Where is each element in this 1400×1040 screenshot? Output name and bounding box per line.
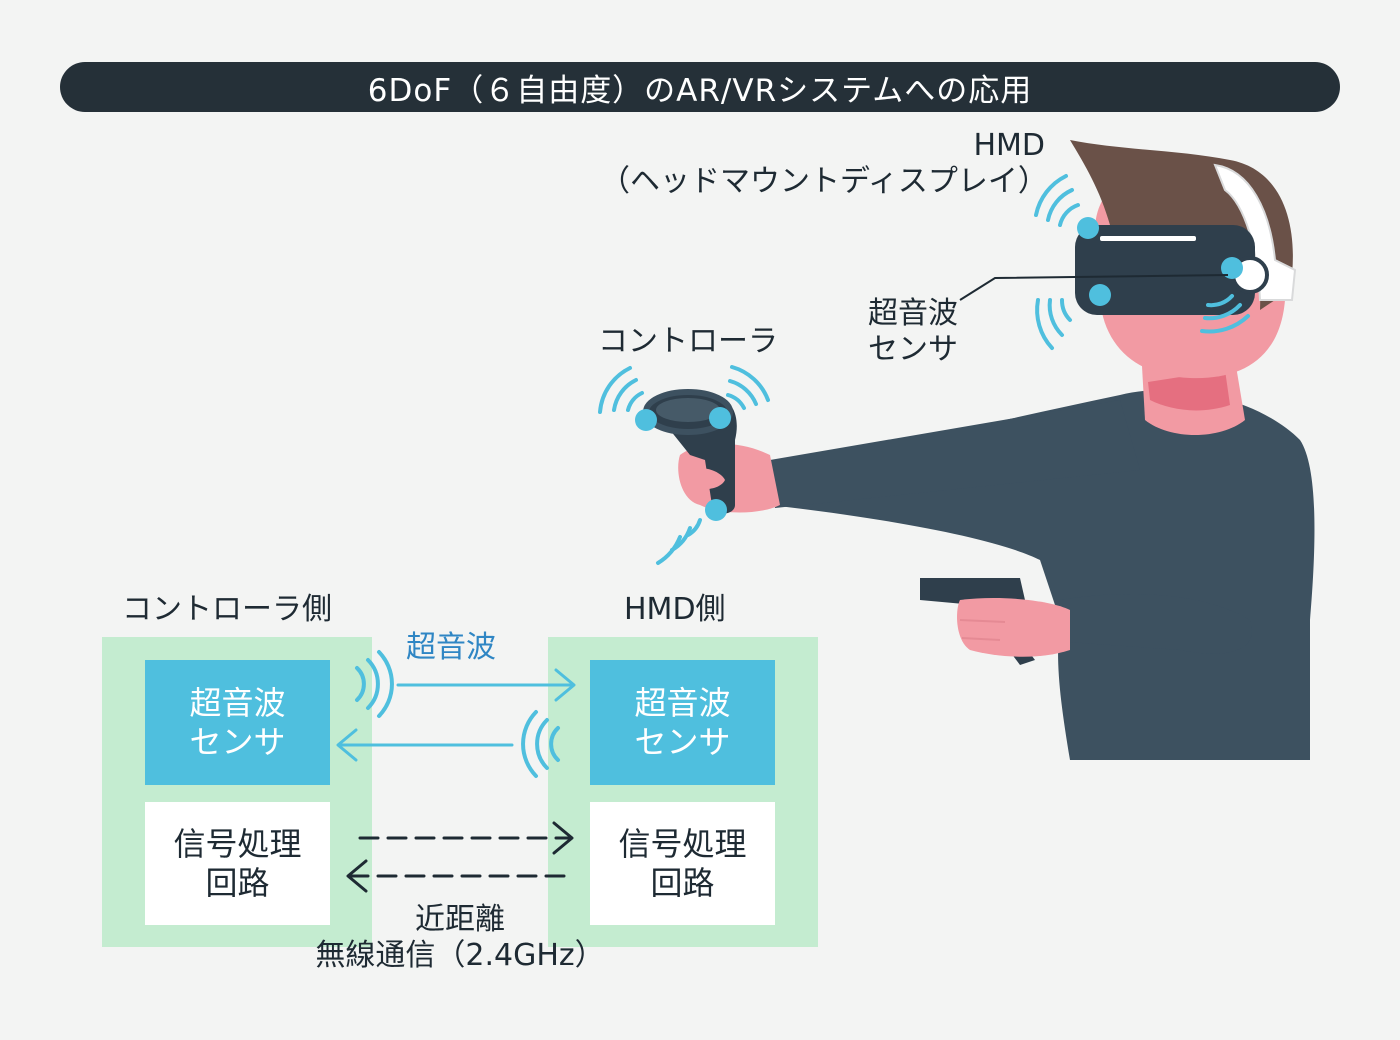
title-bar: 6DoF（６自由度）のAR/VRシステムへの応用: [60, 62, 1340, 112]
hmd-sensor-line2: センサ: [634, 722, 731, 761]
controller-circuit-line1: 信号処理: [173, 825, 302, 864]
person-lower-arm: [1040, 594, 1252, 654]
ultrasonic-wave-icon: [598, 365, 770, 565]
hmd-circuit-line1: 信号処理: [618, 825, 747, 864]
headset-strap: [1213, 163, 1297, 301]
controller-sensor-dot: [635, 409, 657, 431]
controller-sensor-line1: 超音波: [189, 684, 286, 723]
hmd-circuit-line2: 回路: [650, 863, 715, 902]
ultrasonic-wave-icon: [1034, 174, 1250, 350]
controller-sensor-dot: [709, 407, 731, 429]
hmd-headset: [1075, 225, 1255, 315]
wireless-label-line1: 近距離: [415, 902, 505, 937]
controller-side-heading: コントローラ側: [122, 592, 332, 627]
ultrasound-label: 超音波: [406, 630, 496, 665]
hmd-label-line2: （ヘッドマウントディスプレイ）: [600, 164, 1048, 199]
controller-circuit-box: 信号処理 回路: [145, 802, 330, 925]
controller-circuit-line2: 回路: [205, 863, 270, 902]
hmd-label-line1: HMD: [973, 128, 1045, 163]
hmd-circuit-box: 信号処理 回路: [590, 802, 775, 925]
controller-label: コントローラ: [598, 324, 778, 359]
person-collar: [1148, 370, 1230, 411]
hmd-sensor-dot: [1221, 257, 1243, 279]
sensor-label: 超音波 センサ: [868, 296, 958, 368]
sensor-label-line1: 超音波: [868, 296, 958, 331]
controller-sensor-box: 超音波 センサ: [145, 660, 330, 785]
sensor-label-line2: センサ: [868, 332, 958, 367]
hmd-label: HMD （ヘッドマウントディスプレイ）: [600, 128, 1048, 200]
controller-sensor-dot: [705, 499, 727, 521]
hmd-side-heading: HMD側: [624, 592, 726, 627]
wireless-label-line2: 無線通信（2.4GHz）: [315, 938, 605, 973]
hmd-visor-highlight: [1100, 236, 1196, 241]
person-extended-arm: [770, 400, 1140, 508]
hmd-sensor-dot: [1089, 284, 1111, 306]
wireless-label: 近距離 無線通信（2.4GHz）: [300, 902, 620, 974]
controller-sensor-line2: センサ: [189, 722, 286, 761]
person-left-hand: [957, 598, 1070, 657]
sensor-leader-line: [959, 274, 1229, 301]
page-title: 6DoF（６自由度）のAR/VRシステムへの応用: [367, 72, 1033, 109]
hmd-sensor-dot: [1077, 217, 1099, 239]
hmd-sensor-line1: 超音波: [634, 684, 731, 723]
hmd-sensor-box: 超音波 センサ: [590, 660, 775, 785]
